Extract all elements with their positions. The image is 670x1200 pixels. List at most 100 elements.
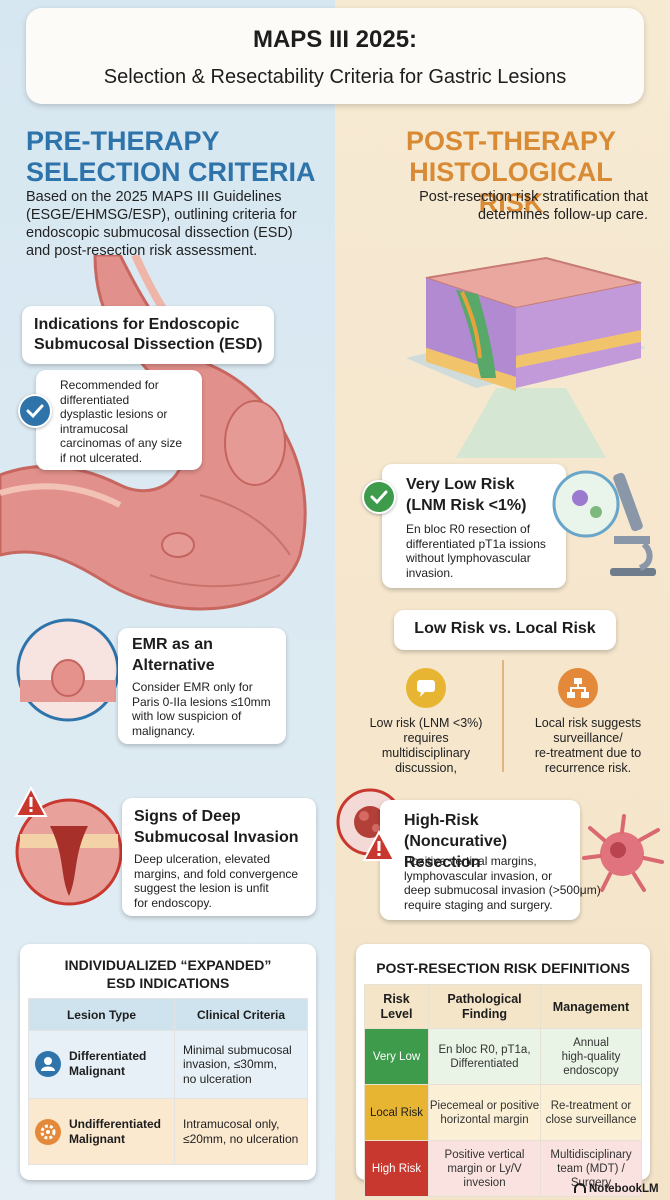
lesion-type-cell: Differentiated Malignant <box>28 1030 175 1099</box>
emr-lesion-illustration <box>16 618 120 722</box>
risk-level-very-low: Very Low <box>364 1028 429 1085</box>
text-line: recurrence risk. <box>544 761 632 775</box>
text-line: endoscopy <box>563 1064 619 1077</box>
text-line: margin or Ly/V <box>447 1162 522 1175</box>
text-line: re-treatment due to <box>534 746 642 760</box>
finding-cell: Piecemeal or positive horizontal margin <box>428 1084 541 1141</box>
text-line: Consider EMR only for <box>132 680 253 694</box>
text-line: differentiated pT1a issions <box>406 536 546 551</box>
text-line: no ulceration <box>183 1071 252 1086</box>
check-icon <box>362 480 396 514</box>
text-line: high-quality <box>561 1050 621 1063</box>
text-line: team (MDT) / <box>557 1162 625 1175</box>
pre-therapy-heading: PRE-THERAPY SELECTION CRITERIA <box>26 126 316 188</box>
text-line: Finding <box>461 1006 508 1021</box>
text-line: multidisciplinary <box>381 746 471 760</box>
finding-cell: Positive vertical margin or Ly/V invesio… <box>428 1140 541 1197</box>
text-line: malignancy. <box>132 723 196 738</box>
text-line: differentiated <box>60 392 130 407</box>
high-risk-card: High-Risk (Noncurative) Resection Positi… <box>380 800 601 920</box>
title-line: INDIVIDUALIZED “EXPANDED” <box>64 957 272 973</box>
title-line: (LNM Risk <1%) <box>406 497 527 514</box>
text-line: intramucosal <box>60 421 129 436</box>
intro-line: determines follow-up care. <box>477 207 648 223</box>
intro-line: Based on the 2025 MAPS III Guidelines <box>26 189 282 205</box>
table-header-row: Risk Level Pathological Finding Manageme… <box>364 984 642 1029</box>
title-line: Alternative <box>132 657 215 674</box>
table-row: Differentiated Malignant Minimal submuco… <box>28 1030 308 1099</box>
text-line: En bloc R0 resection of <box>406 522 531 536</box>
text-line: Deep ulceration, elevated <box>134 852 271 866</box>
tissue-block-illustration <box>406 256 646 458</box>
high-risk-title: High-Risk (Noncurative) Resection <box>404 810 580 873</box>
text-line: Pathological <box>447 991 522 1006</box>
text-line: Multidisciplinary <box>550 1148 632 1161</box>
title-line: Resection <box>404 854 481 871</box>
esd-recommendation-text: Recommended for differentiated dysplasti… <box>60 378 182 465</box>
intro-line: (ESGE/EHMSG/ESP), outlining criteria for <box>26 207 297 223</box>
text-line: Recommended for <box>60 378 159 392</box>
deep-invasion-illustration <box>15 798 123 906</box>
warning-icon <box>362 830 396 861</box>
text-line: Low risk (LNM <3%) <box>369 716 483 730</box>
emr-text: Consider EMR only for Paris 0-IIa lesion… <box>132 680 271 738</box>
page-subtitle: Selection & Resectability Criteria for G… <box>103 66 567 88</box>
risk-level-high: High Risk <box>364 1140 429 1197</box>
text-line: Malignant <box>69 1064 125 1078</box>
expanded-indications-table: Lesion Type Clinical Criteria Differenti… <box>28 998 308 1165</box>
emr-card: EMR as an Alternative Consider EMR only … <box>118 628 286 744</box>
column-header-clinical-criteria: Clinical Criteria <box>174 998 308 1031</box>
text-line: lymphovascular invasion, or <box>404 868 553 883</box>
text-line: for endoscopy. <box>134 895 212 910</box>
title-line: Signs of Deep <box>134 808 241 825</box>
title-line: Submucosal Invasion <box>134 829 299 846</box>
local-risk-text: Local risk suggests surveillance/ re-tre… <box>516 716 660 776</box>
finding-cell: En bloc R0, pT1a, Differentiated <box>428 1028 541 1085</box>
pre-therapy-intro: Based on the 2025 MAPS III Guidelines (E… <box>26 188 326 260</box>
divider <box>502 660 504 772</box>
low-vs-local-heading-card: Low Risk vs. Local Risk <box>394 610 616 650</box>
table-row: High Risk Positive vertical margin or Ly… <box>364 1140 642 1197</box>
lesion-type-label: Differentiated Malignant <box>69 1049 146 1079</box>
very-low-risk-text: En bloc R0 resection of differentiated p… <box>406 522 546 580</box>
high-risk-text: Positive vertical margins, lymphovascula… <box>404 854 601 912</box>
network-icon <box>558 668 598 708</box>
title-line: EMR as an <box>132 636 213 653</box>
text-line: with low suspicion of <box>132 709 242 723</box>
brand-badge: NotebookLM <box>574 1183 659 1199</box>
table-row: Very Low En bloc R0, pT1a, Differentiate… <box>364 1028 642 1085</box>
text-line: Risk <box>383 991 410 1006</box>
text-line: Malignant <box>69 1132 125 1146</box>
notebook-icon <box>574 1183 586 1193</box>
text-line: ≤20mm, no ulceration <box>183 1131 299 1146</box>
clinical-criteria-cell: Intramucosal only, ≤20mm, no ulceration <box>174 1098 308 1165</box>
text-line: Level <box>380 1006 413 1021</box>
text-line: dysplastic lesions or <box>60 407 168 421</box>
text-line: Positive vertical <box>444 1148 525 1161</box>
title-line: Indications for Endoscopic <box>34 316 240 333</box>
intro-line: and post-resection risk assessment. <box>26 243 258 259</box>
text-line: margins, and fold convergence <box>134 866 299 881</box>
management-cell: Annual high-quality endoscopy <box>540 1028 642 1085</box>
lesion-type-label: Undifferentiated Malignant <box>69 1117 161 1147</box>
column-header-pathological-finding: Pathological Finding <box>428 984 541 1029</box>
text-line: requires <box>403 731 449 745</box>
text-line: carcinomas of any size <box>60 436 183 450</box>
text-line: Intramucosal only, <box>183 1117 280 1131</box>
table-header-row: Lesion Type Clinical Criteria <box>28 998 308 1031</box>
title-banner: MAPS III 2025: Selection & Resectability… <box>26 8 644 104</box>
text-line: if not ulcerated. <box>60 450 143 465</box>
risk-definitions-card: POST-RESECTION RISK DEFINITIONS Risk Lev… <box>356 944 650 1197</box>
deep-invasion-text: Deep ulceration, elevated margins, and f… <box>134 852 298 910</box>
user-icon <box>35 1051 61 1077</box>
deep-invasion-card: Signs of Deep Submucosal Invasion Deep u… <box>122 798 316 916</box>
title-line: Submucosal Dissection (ESD) <box>34 336 263 353</box>
lesion-type-cell: Undifferentiated Malignant <box>28 1098 175 1165</box>
deep-invasion-title: Signs of Deep Submucosal Invasion <box>134 806 298 848</box>
check-icon <box>18 394 52 428</box>
column-header-risk-level: Risk Level <box>364 984 429 1029</box>
esd-recommendation-card: Recommended for differentiated dysplasti… <box>36 370 202 470</box>
text-line: deep submucosal invasion (>500μm) <box>404 883 601 897</box>
clinical-criteria-cell: Minimal submucosal invasion, ≤30mm, no u… <box>174 1030 308 1099</box>
emr-title: EMR as an Alternative <box>132 634 215 676</box>
